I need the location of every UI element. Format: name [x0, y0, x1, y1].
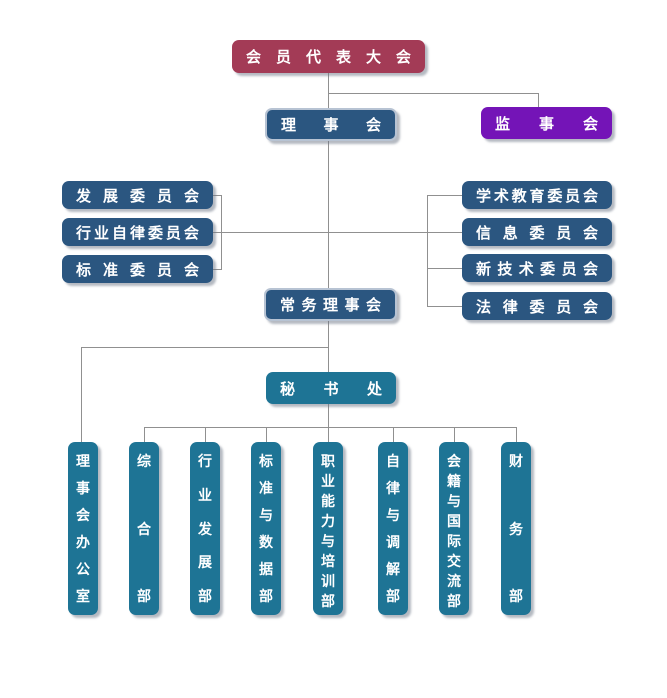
- connector-line: [213, 232, 462, 233]
- node-membership-international-exchange-department: 会籍与国际交流部: [439, 442, 469, 615]
- node-new-technology-committee: 新技术委员会: [462, 254, 612, 282]
- connector-line: [328, 321, 329, 372]
- connector-line: [81, 347, 82, 442]
- connector-line: [328, 73, 329, 108]
- node-industry-development-department: 行业发展部: [190, 442, 220, 615]
- node-members-congress: 会员代表大会: [232, 40, 425, 73]
- connector-line: [393, 427, 394, 442]
- connector-line: [328, 93, 539, 94]
- node-self-discipline-mediation-department: 自律与调解部: [378, 442, 408, 615]
- node-vocational-ability-training-department: 职业能力与培训部: [313, 442, 343, 615]
- connector-line: [427, 268, 462, 269]
- node-supervisory-board: 监事会: [481, 107, 612, 139]
- connector-line: [328, 141, 329, 288]
- node-council: 理事会: [265, 108, 397, 141]
- node-information-committee: 信息委员会: [462, 218, 612, 246]
- connector-line: [454, 427, 455, 442]
- connector-line: [144, 427, 145, 442]
- connector-line: [213, 195, 221, 196]
- connector-line: [266, 427, 267, 442]
- node-general-department: 综合部: [129, 442, 159, 615]
- connector-line: [427, 306, 462, 307]
- node-standards-committee: 标准委员会: [62, 255, 213, 283]
- node-legal-committee: 法律委员会: [462, 292, 612, 320]
- connector-line: [427, 195, 462, 196]
- node-development-committee: 发展委员会: [62, 181, 213, 209]
- connector-line: [144, 427, 517, 428]
- connector-line: [205, 427, 206, 442]
- node-council-office: 理事会办公室: [68, 442, 98, 615]
- node-academic-education-committee: 学术教育委员会: [462, 181, 612, 209]
- node-standards-data-department: 标准与数据部: [251, 442, 281, 615]
- connector-line: [221, 195, 222, 270]
- node-standing-council: 常务理事会: [264, 288, 397, 321]
- connector-line: [213, 269, 221, 270]
- node-secretariat: 秘书处: [266, 372, 396, 404]
- node-finance-department: 财务部: [501, 442, 531, 615]
- connector-line: [538, 93, 539, 107]
- connector-line: [427, 195, 428, 307]
- connector-line: [81, 347, 328, 348]
- connector-line: [516, 427, 517, 442]
- node-industry-self-discipline-committee: 行业自律委员会: [62, 218, 213, 246]
- connector-line: [328, 404, 329, 442]
